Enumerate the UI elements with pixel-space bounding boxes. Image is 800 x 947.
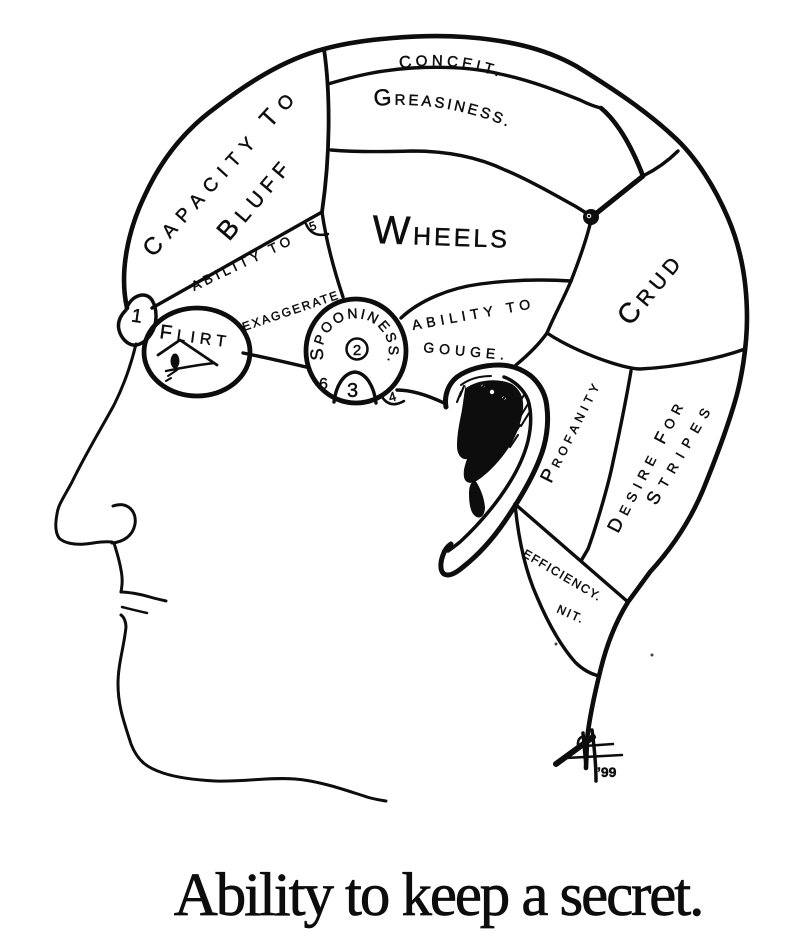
svg-text:EFFICIENCY.: EFFICIENCY. bbox=[520, 547, 604, 605]
svg-text:CRUD: CRUD bbox=[611, 249, 689, 330]
svg-text:4: 4 bbox=[387, 389, 398, 405]
svg-text:WHEELS: WHEELS bbox=[372, 208, 511, 257]
svg-text:2: 2 bbox=[353, 342, 361, 359]
svg-text:1: 1 bbox=[130, 306, 143, 328]
svg-text:GOUGE.: GOUGE. bbox=[423, 339, 510, 363]
svg-text:5: 5 bbox=[307, 218, 318, 234]
svg-text:NIT.: NIT. bbox=[555, 602, 588, 627]
svg-text:3: 3 bbox=[347, 380, 358, 402]
svg-text:ABILITY TO: ABILITY TO bbox=[189, 232, 297, 294]
svg-text:Ability to keep a secret.: Ability to keep a secret. bbox=[174, 862, 703, 929]
svg-text:’99: ’99 bbox=[597, 764, 617, 780]
svg-text:ABILITY TO: ABILITY TO bbox=[411, 295, 537, 333]
svg-text:CONCEIT.: CONCEIT. bbox=[398, 51, 506, 81]
svg-text:6: 6 bbox=[319, 376, 328, 393]
svg-text:GREASINESS.: GREASINESS. bbox=[373, 84, 515, 131]
